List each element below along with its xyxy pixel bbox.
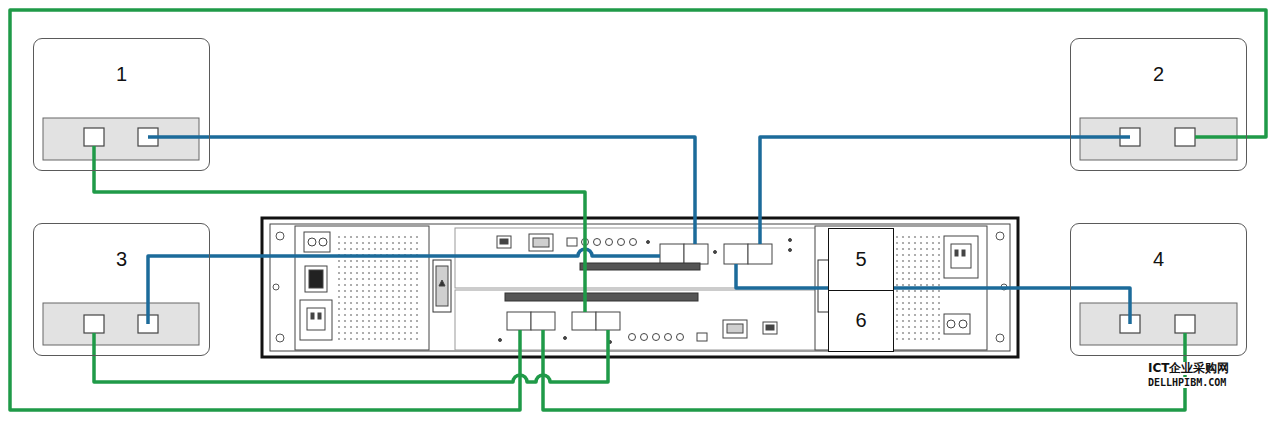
callout-number: 4: [1153, 224, 1164, 269]
controller-bottom-part: [455, 290, 820, 350]
controller-top-part: [500, 239, 508, 244]
cable: [94, 330, 608, 382]
controller-top-part: [618, 239, 625, 246]
controller-top-part: [606, 239, 613, 246]
controller-top-part: [684, 244, 708, 264]
controller-bottom-part: [653, 334, 660, 341]
callout-number: 6: [829, 290, 893, 352]
host-ports-part: [1175, 128, 1195, 146]
cable: [148, 249, 660, 324]
power-supply-left-part: [309, 270, 323, 288]
power-supply-left: [295, 226, 451, 350]
controller-bottom-part: [505, 293, 698, 301]
watermark: ICT企业采购网: [1146, 362, 1231, 375]
power-supply-left-part: [439, 280, 445, 286]
host-box: 1: [33, 38, 210, 171]
callout-number: 5: [829, 229, 893, 290]
power-supply-left-part: [295, 226, 429, 350]
host-adapters-part: [1080, 118, 1237, 160]
power-supply-right-part: [947, 320, 955, 328]
controller-top: [455, 228, 820, 288]
power-supply-left-part: [319, 238, 327, 246]
controller-bottom-part: [641, 334, 648, 341]
controller-bottom-part: [665, 334, 672, 341]
power-supply-left-part: [318, 313, 321, 319]
controller-bottom-part: [763, 322, 777, 334]
controller-bottom-part: [697, 333, 707, 341]
storage-enclosure-part: [276, 334, 284, 342]
controller-top-part: [567, 238, 577, 246]
power-supply-left-part: [436, 266, 448, 306]
host-ports-part: [84, 128, 104, 146]
storage-enclosure-part: [996, 232, 1004, 240]
callout-number: 2: [1153, 39, 1164, 84]
controller-callout: 56: [828, 228, 894, 352]
controller-bottom-part: [564, 337, 567, 340]
controller-bottom-part: [531, 312, 555, 330]
controller-bottom-part: [507, 312, 531, 330]
host-adapters-part: [43, 303, 199, 345]
power-supply-left-part: [307, 308, 325, 330]
controller-bottom-part: [572, 312, 596, 330]
controller-bottom-part: [723, 320, 747, 338]
controller-top-part: [533, 238, 549, 247]
host-adapters-part: [1080, 303, 1237, 345]
power-supply-left-part: [338, 232, 422, 344]
controller-bottom: [455, 290, 820, 350]
storage-enclosure-part: [273, 284, 279, 290]
controller-top-part: [714, 251, 717, 254]
host-box: 4: [1070, 223, 1247, 356]
controller-top-part: [748, 244, 772, 264]
controller-top-part: [647, 241, 650, 244]
power-supply-right-part: [955, 250, 958, 256]
host-ports-part: [84, 315, 104, 333]
power-supply-left-part: [308, 238, 316, 246]
cables: [10, 10, 1266, 410]
power-supply-right-part: [962, 250, 965, 256]
power-supply-left-part: [300, 300, 332, 340]
power-supply-left-part: [433, 260, 451, 312]
power-supply-left-part: [304, 232, 330, 252]
controller-top-part: [594, 239, 601, 246]
controller-top-part: [789, 239, 792, 242]
controller-top-part: [660, 244, 684, 264]
host-adapters-part: [43, 118, 199, 160]
controller-top-part: [455, 228, 820, 288]
cable: [760, 137, 1130, 244]
power-supply-right-part: [951, 244, 971, 268]
power-supply-right-part: [959, 320, 967, 328]
controller-bottom-part: [727, 324, 743, 333]
controller-top-part: [789, 249, 792, 252]
host-ports-part: [1175, 315, 1195, 333]
controller-bottom-part: [499, 339, 502, 342]
controller-bottom-part: [766, 325, 774, 330]
host-box: 3: [33, 223, 210, 356]
controller-bottom-part: [677, 334, 684, 341]
controller-top-part: [580, 263, 700, 270]
power-supply-right-part: [944, 236, 978, 278]
power-supply-left-part: [311, 313, 314, 319]
controller-top-part: [630, 239, 637, 246]
callout-number: 1: [116, 39, 127, 84]
controller-top-part: [724, 244, 748, 264]
power-supply-left-part: [305, 266, 327, 292]
controller-bottom-part: [596, 312, 620, 330]
controller-bottom-part: [629, 334, 636, 341]
host-box: 2: [1070, 38, 1247, 171]
power-supply-right-part: [944, 314, 970, 334]
controller-top-part: [529, 234, 553, 251]
storage-enclosure-part: [996, 334, 1004, 342]
controller-top-part: [497, 236, 511, 248]
watermark: DELLHPIBM.COM: [1146, 377, 1228, 388]
callout-number: 3: [116, 224, 127, 269]
cable: [10, 10, 1266, 410]
storage-enclosure-part: [276, 232, 284, 240]
